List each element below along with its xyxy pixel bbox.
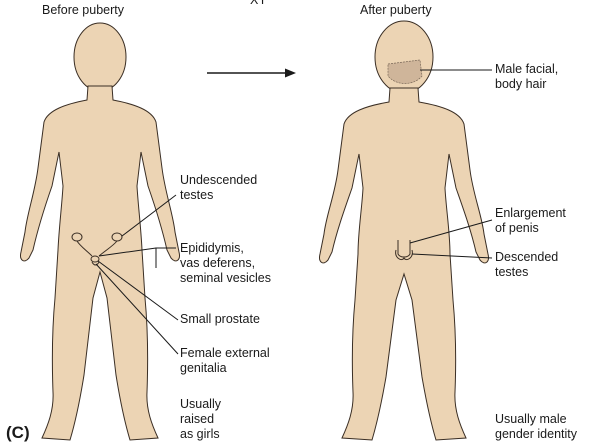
body-after <box>320 88 489 440</box>
label-undescended-testes: Undescended testes <box>180 173 257 203</box>
label-raised-as-girls: Usually raised as girls <box>180 397 221 442</box>
transition-arrow <box>207 69 296 78</box>
label-gender-identity: Usually male gender identity <box>495 412 577 442</box>
label-epididymis: Epididymis, vas deferens, seminal vesicl… <box>180 241 271 286</box>
facial-hair-hatch <box>388 60 422 84</box>
figure-after-puberty <box>320 21 489 440</box>
label-facial-hair: Male facial, body hair <box>495 62 558 92</box>
label-descended-testes: Descended testes <box>495 250 558 280</box>
label-small-prostate: Small prostate <box>180 312 260 327</box>
header-karyotype: XY <box>250 0 267 8</box>
figure-before-puberty <box>21 23 180 440</box>
panel-label: (C) <box>6 425 30 440</box>
head-before <box>74 23 126 91</box>
header-after-puberty: After puberty <box>360 3 432 18</box>
label-female-genitalia: Female external genitalia <box>180 346 270 376</box>
header-before-puberty: Before puberty <box>42 3 124 18</box>
label-enlargement-penis: Enlargement of penis <box>495 206 566 236</box>
